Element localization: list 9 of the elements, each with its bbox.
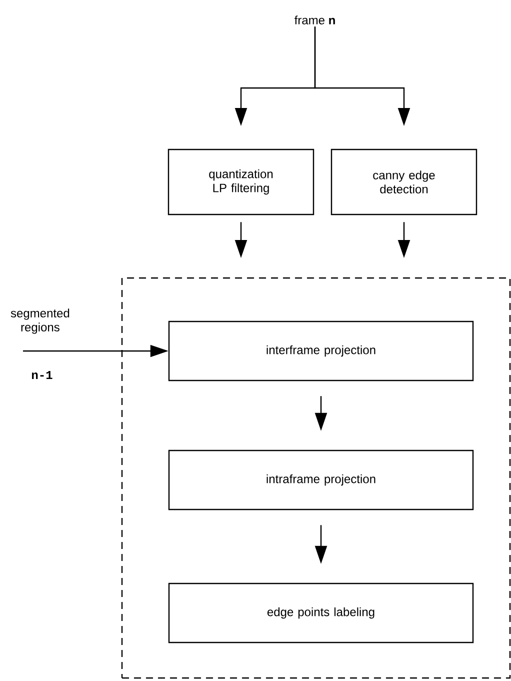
process-box: intraframe projection: [168, 450, 474, 510]
process-box: edge points labeling: [168, 582, 474, 644]
edge-label: segmented regions: [10, 308, 70, 334]
dashed-boundary: [121, 277, 511, 679]
frame-index: n-1: [32, 371, 52, 379]
input-label: frame n: [294, 16, 335, 24]
process-box: canny edge detection: [330, 148, 478, 216]
process-box: interframe projection: [168, 320, 474, 382]
process-box: quantization LP filtering: [168, 148, 314, 216]
